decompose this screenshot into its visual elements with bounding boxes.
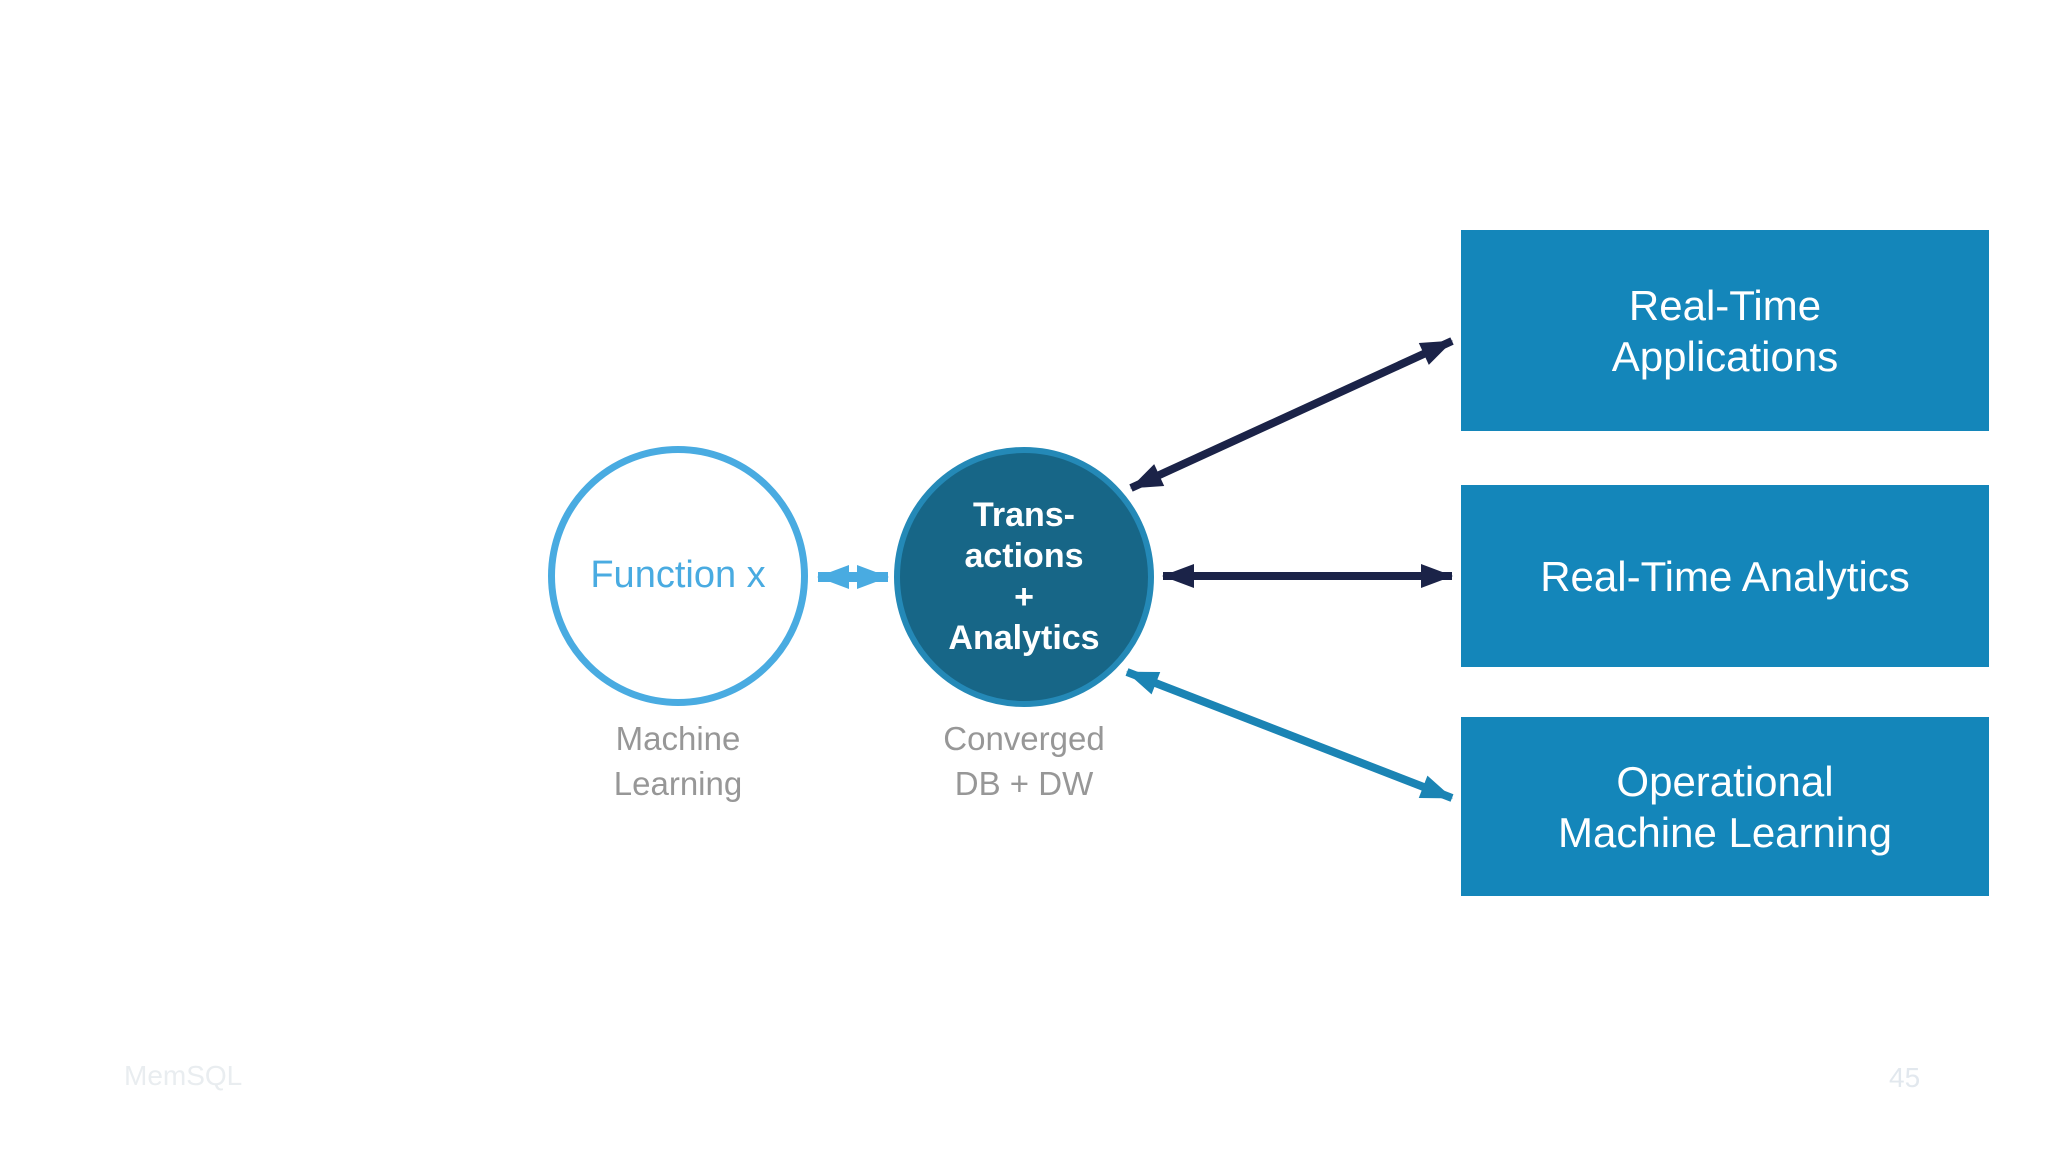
box-label-line: Operational [1616, 757, 1834, 805]
memsql-watermark: MemSQL [124, 1060, 243, 1091]
box-label-line: Machine Learning [1558, 808, 1892, 856]
function-x-circle: Function x [548, 446, 808, 706]
box-label-line: Real-Time [1628, 281, 1822, 329]
slide-page-number: 45 [1889, 1062, 1921, 1093]
center-circle-label-line: actions [964, 537, 1084, 575]
converged-db-dw-caption: Converged DB + DW [864, 716, 1184, 806]
operational-machine-learning-box: Operational Machine Learning [1461, 717, 1989, 896]
machine-learning-caption: Machine Learning [518, 716, 838, 806]
caption-line: Converged [943, 720, 1105, 757]
caption-line: Machine [615, 720, 741, 757]
caption-line: Learning [613, 765, 743, 802]
transactions-analytics-circle: Trans- actions + Analytics [894, 447, 1154, 707]
center-circle-label-line: Analytics [948, 619, 1100, 657]
box-label-line: Real-Time Analytics [1540, 552, 1910, 600]
function-x-label: Function x [590, 554, 766, 597]
real-time-analytics-box: Real-Time Analytics [1461, 485, 1989, 667]
arrow-center-to-realtime-applications [1129, 337, 1454, 492]
box-label-line: Applications [1611, 332, 1839, 380]
center-circle-label-line: + [1014, 578, 1034, 616]
caption-line: DB + DW [954, 765, 1094, 802]
real-time-applications-box: Real-Time Applications [1461, 230, 1989, 431]
center-circle-label-line: Trans- [972, 496, 1076, 534]
arrow-center-to-operational-ml [1125, 668, 1454, 802]
